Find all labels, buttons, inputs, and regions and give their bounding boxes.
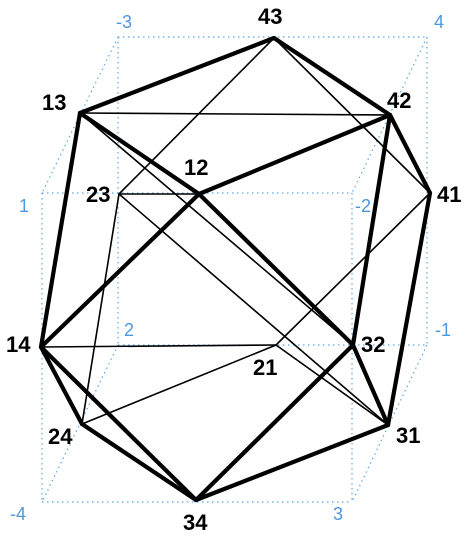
visible-edge-13-12 [77,110,202,197]
vertex-label-24: 24 [48,424,73,449]
visible-edge-14-24 [38,344,85,427]
corner-label-back-bottom-right: -1 [435,320,451,340]
cube-edge [41,344,119,503]
hidden-edge-23-24 [81,193,120,425]
vertex-label-12: 12 [184,155,208,180]
visible-edge-32-34 [193,342,356,503]
vertex-label-43: 43 [258,4,282,29]
visible-edge-41-31 [385,190,433,428]
hidden-edge-43-23 [118,37,275,195]
hidden-edge-14-21 [40,344,277,348]
vertex-label-14: 14 [6,332,31,357]
hidden-edge-13-42 [79,112,391,116]
visible-edge-24-34 [79,421,199,503]
visible-edge-34-14 [38,344,199,503]
vertex-labels: 43 13 42 12 23 41 14 21 32 24 31 34 [6,4,461,535]
hidden-edge-21-31 [275,344,389,426]
hidden-edge-13-32 [79,112,354,346]
hidden-edge-43-41 [273,37,431,194]
hidden-edge-23-31 [118,193,389,426]
visible-edge-32-31 [350,342,391,428]
corner-label-front-top-right: -2 [355,196,371,216]
visible-edge-42-32 [350,112,393,348]
visible-edge-14-13 [38,110,83,350]
vertex-label-23: 23 [86,182,110,207]
vertex-label-42: 42 [387,88,411,113]
corner-label-front-bottom-right: 3 [333,504,343,524]
corner-labels: -3 4 1 -2 2 -1 -4 3 [10,12,451,524]
vertex-label-13: 13 [42,90,66,115]
visible-edges [38,35,433,503]
corner-label-front-top-left: 1 [19,196,29,216]
vertex-label-32: 32 [361,332,385,357]
visible-edge-43-42 [271,35,393,118]
vertex-label-21: 21 [253,355,277,380]
visible-edge-42-41 [387,112,433,196]
corner-label-back-bottom-left: 2 [124,320,134,340]
hidden-edge-24-21 [81,344,277,425]
corner-label-front-bottom-left: -4 [10,504,26,524]
hidden-edges [40,37,431,426]
visible-edge-12-14 [38,191,202,350]
visible-edge-13-43 [77,35,277,116]
visible-edge-12-42 [196,112,393,197]
visible-edge-31-34 [193,422,391,503]
visible-edge-12-32 [196,191,356,348]
hidden-edge-41-21 [275,192,431,346]
vertex-label-34: 34 [183,510,208,535]
corner-label-back-top-right: 4 [434,12,444,32]
vertex-label-31: 31 [396,423,420,448]
corner-label-back-top-left: -3 [116,12,132,32]
vertex-label-41: 41 [437,182,461,207]
